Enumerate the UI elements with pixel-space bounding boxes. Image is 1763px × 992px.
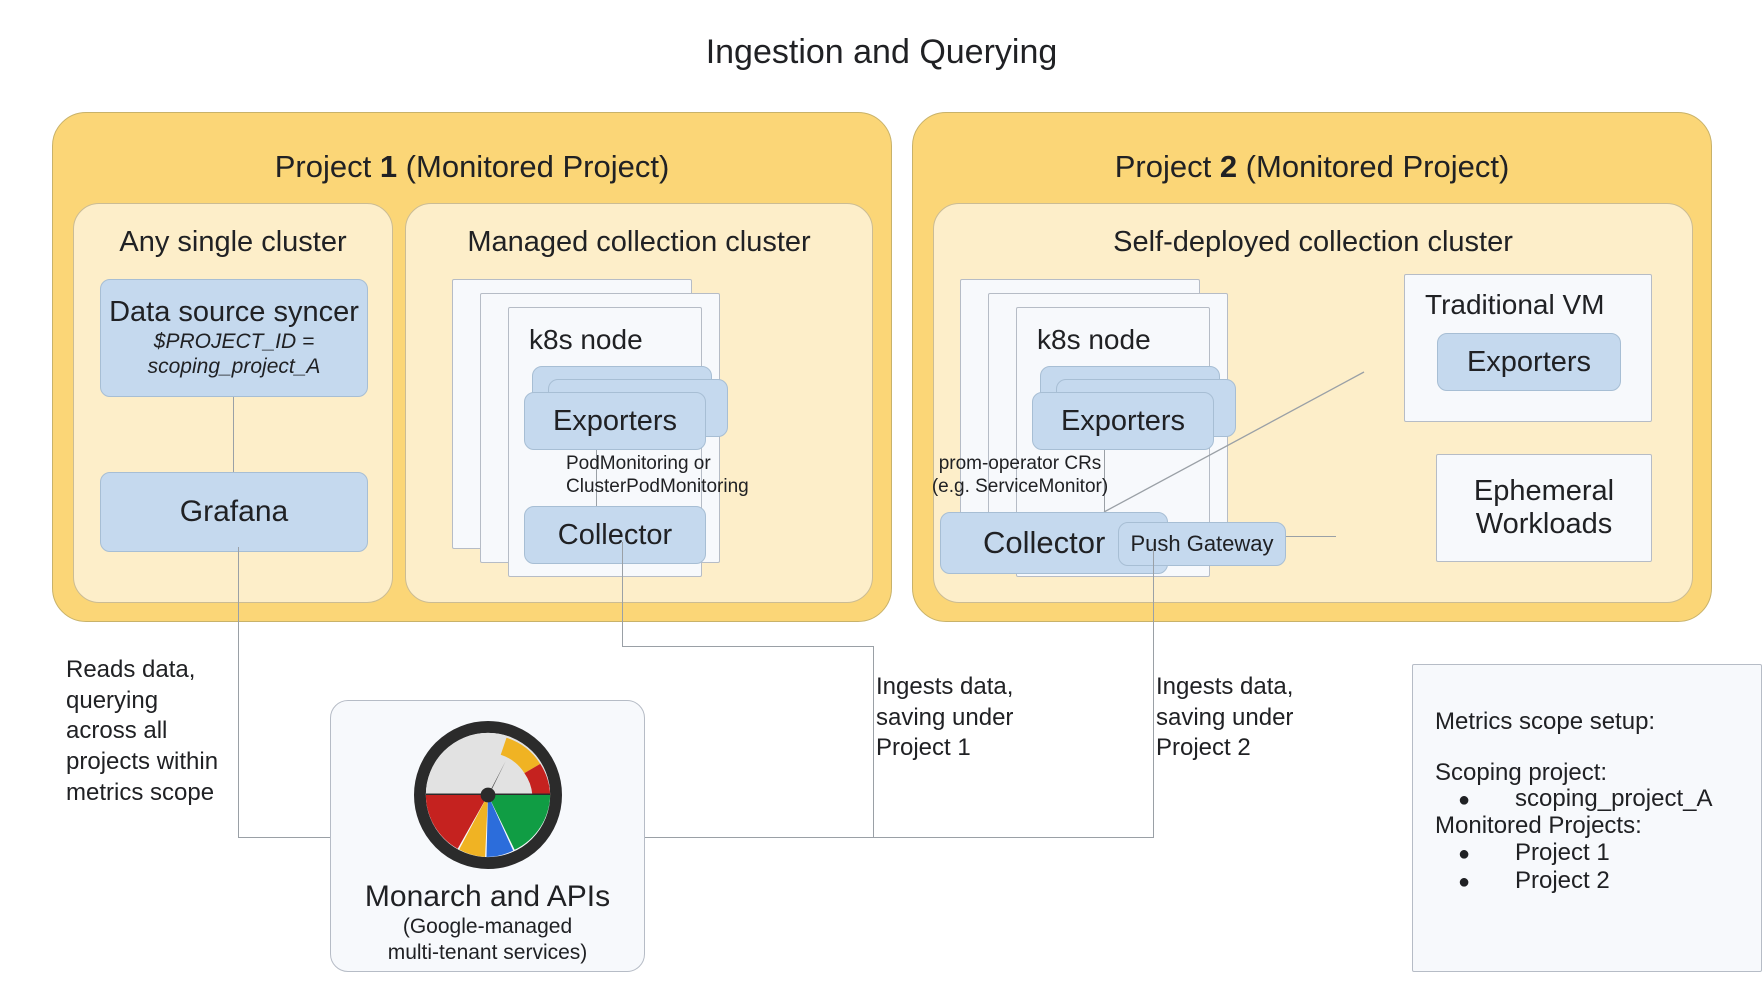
- bullet-icon: ●: [1457, 842, 1471, 865]
- box-collector[interactable]: Collector: [524, 506, 706, 564]
- annotation-ingest-project-1: Ingests data, saving under Project 1: [876, 673, 1014, 762]
- box-data-source-syncer-label: Data source syncer: [109, 296, 359, 328]
- project-1-title-prefix: Project: [274, 149, 380, 184]
- legend-item-scoping-project-a: ● scoping_project_A: [1435, 785, 1761, 813]
- project-2-title-suffix: (Monitored Project): [1237, 149, 1510, 184]
- project-1-panel: Project 1 (Monitored Project) Any single…: [52, 112, 892, 622]
- connector-grafana-down: [238, 547, 239, 837]
- k8s-node-label: k8s node: [529, 324, 643, 355]
- box-exporters-vm[interactable]: Exporters: [1437, 333, 1621, 391]
- cluster-managed-collection-title: Managed collection cluster: [467, 226, 811, 258]
- cluster-any-single-title: Any single cluster: [119, 226, 347, 258]
- connector-monarch-right-in: [645, 837, 874, 838]
- box-push-gateway[interactable]: Push Gateway: [1118, 522, 1286, 566]
- bullet-icon: ●: [1457, 789, 1471, 812]
- box-data-source-syncer[interactable]: Data source syncer $PROJECT_ID = scoping…: [100, 279, 368, 397]
- gauge-dial-icon: [413, 721, 562, 874]
- connector-syncer-grafana: [233, 396, 234, 472]
- legend-monitored-heading: Monitored Projects:: [1435, 812, 1642, 840]
- box-exporters[interactable]: Exporters: [524, 392, 706, 450]
- box-grafana[interactable]: Grafana: [100, 472, 368, 552]
- legend-heading: Metrics scope setup:: [1435, 708, 1656, 735]
- connector-pushgateway-ephemeral: [1282, 536, 1336, 537]
- box-data-source-syncer-sub2: scoping_project_A: [147, 355, 321, 379]
- connector-collector-p1-right: [622, 646, 874, 647]
- monarch-subtitle: (Google-managed multi-tenant services): [387, 915, 588, 965]
- annotation-reads-data: Reads data, querying across all projects…: [66, 656, 219, 806]
- project-2-panel: Project 2 (Monitored Project) Self-deplo…: [912, 112, 1712, 622]
- project-1-title-suffix: (Monitored Project): [397, 149, 670, 184]
- monarch-title: Monarch and APIs: [364, 880, 611, 913]
- connector-label-podmonitoring: PodMonitoring or ClusterPodMonitoring: [566, 453, 749, 498]
- legend-item-scoping-project-a-label: scoping_project_A: [1515, 785, 1713, 813]
- ephemeral-workloads-label: Ephemeral Workloads: [1473, 474, 1615, 540]
- annotation-ingest-project-2: Ingests data, saving under Project 2: [1156, 673, 1294, 762]
- monarch-card[interactable]: Monarch and APIs (Google-managed multi-t…: [330, 700, 645, 972]
- cluster-any-single: Any single cluster Data source syncer $P…: [73, 203, 393, 603]
- page-title: Ingestion and Querying: [705, 33, 1058, 71]
- k8s-node-label-p2: k8s node: [1037, 324, 1151, 355]
- connector-label-prom-operator: prom-operator CRs (e.g. ServiceMonitor): [931, 453, 1109, 498]
- project-2-title: Project 2 (Monitored Project): [913, 149, 1711, 185]
- legend-item-project-1-label: Project 1: [1515, 838, 1610, 866]
- traditional-vm-label: Traditional VM: [1425, 289, 1605, 320]
- connector-grafana-to-monarch: [238, 837, 330, 838]
- legend-item-project-2: ● Project 2: [1435, 867, 1761, 895]
- project-2-number: 2: [1219, 149, 1238, 184]
- traditional-vm-card: Traditional VM Exporters: [1404, 274, 1652, 422]
- box-exporters-p2[interactable]: Exporters: [1032, 392, 1214, 450]
- project-1-number: 1: [379, 149, 398, 184]
- ephemeral-workloads-card: Ephemeral Workloads: [1436, 454, 1652, 562]
- legend-item-project-2-label: Project 2: [1515, 866, 1610, 894]
- project-2-title-prefix: Project: [1114, 149, 1220, 184]
- legend-item-project-1: ● Project 1: [1435, 839, 1761, 867]
- project-1-title: Project 1 (Monitored Project): [53, 149, 891, 185]
- cluster-self-deployed: Self-deployed collection cluster k8s nod…: [932, 203, 1693, 603]
- cluster-managed-collection: Managed collection cluster k8s node Expo…: [405, 203, 873, 603]
- metrics-scope-legend: Metrics scope setup: Scoping project: ● …: [1412, 664, 1762, 972]
- connector-collector-p1-to-monarch: [873, 646, 874, 838]
- legend-scoping-heading: Scoping project:: [1435, 759, 1608, 787]
- box-data-source-syncer-sub1: $PROJECT_ID =: [153, 330, 315, 354]
- bullet-icon: ●: [1457, 870, 1471, 893]
- connector-collector-p1-down: [622, 542, 623, 646]
- cluster-self-deployed-title: Self-deployed collection cluster: [1113, 226, 1513, 258]
- connector-collector-p2-left: [873, 837, 1154, 838]
- connector-collector-p2-down: [1153, 542, 1154, 838]
- connector-exporters-collector: [596, 450, 597, 506]
